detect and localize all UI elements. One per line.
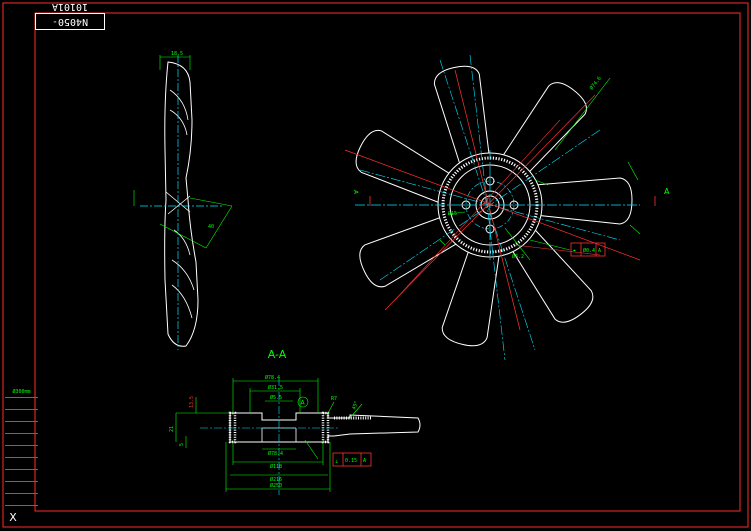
blade-4-outline xyxy=(355,129,455,204)
section-dim-left-2-text: 21 xyxy=(169,426,175,432)
side-panel-row-1: Ø300mm xyxy=(5,386,38,398)
blade-5 xyxy=(359,215,459,288)
hub-bolt-circle xyxy=(465,180,515,230)
front-dim-pattern xyxy=(554,77,611,151)
tolerance-frame-perp-box xyxy=(332,452,372,467)
blade-1 xyxy=(534,177,633,225)
side-view-dim-angled-text: 40 xyxy=(208,224,214,230)
front-dim-blade-tip-2 xyxy=(629,224,641,235)
front-centerline-d4 xyxy=(469,54,506,361)
front-dim-blade-tip xyxy=(627,161,639,181)
side-view-blade-curve-4 xyxy=(171,284,193,319)
hub-inner-ring xyxy=(449,164,531,246)
section-hub-body xyxy=(229,412,421,443)
front-red-line-3 xyxy=(384,94,596,311)
side-panel-row-3 xyxy=(5,410,38,422)
blade-7 xyxy=(509,227,594,323)
blade-3 xyxy=(433,65,491,167)
blade-6-outline xyxy=(441,246,500,347)
side-view-dim-top-text: 18.5 xyxy=(171,51,183,57)
front-red-line-4 xyxy=(394,119,561,301)
side-view-blade-curve-5 xyxy=(173,229,191,256)
front-dim-bolt-text: Ø6.2 xyxy=(512,253,524,260)
side-view-outline xyxy=(164,61,199,347)
side-view-hub-line-2 xyxy=(167,195,191,215)
side-view-dim-angled xyxy=(189,197,233,207)
front-dim-pattern-text: Ø74.6 xyxy=(588,75,603,91)
section-dim-bottom-4-text: Ø250 xyxy=(270,482,282,489)
ucs-x-marker: X xyxy=(9,511,17,524)
side-panel-row-8 xyxy=(5,470,38,482)
blade-4 xyxy=(355,129,455,204)
part-number: N4050-10101A xyxy=(51,1,89,27)
blade-3-outline xyxy=(433,65,491,167)
side-view-blade-curve-2 xyxy=(169,109,188,136)
side-view-blade-curve-3 xyxy=(171,259,195,291)
blade-2-outline xyxy=(501,82,587,177)
blade-1-outline xyxy=(534,177,633,225)
section-flange-hatch-left xyxy=(228,411,237,444)
section-dim-bottom-3-text: Ø216 xyxy=(270,476,282,483)
tolerance-frame-perp-datum: A xyxy=(363,458,366,464)
front-red-line-2 xyxy=(344,149,641,261)
section-dim-left-3-text: 5 xyxy=(179,443,185,446)
blade-5-outline xyxy=(359,215,459,288)
side-view-blade-curve-1 xyxy=(169,89,189,121)
section-radius-leader xyxy=(327,401,335,414)
section-label: A-A xyxy=(267,348,287,361)
side-panel-row-2 xyxy=(5,398,38,410)
section-radius-text: R7 xyxy=(331,396,337,402)
datum-a-right: A xyxy=(664,187,670,196)
section-angle-leader xyxy=(349,403,363,419)
section-dim-left-1-text: 13.5 xyxy=(189,396,195,408)
front-dim-bore-text: Ø15 xyxy=(448,210,457,217)
side-panel-row-9 xyxy=(5,482,38,494)
section-datum-a-circle xyxy=(297,396,309,408)
blade-6 xyxy=(441,246,500,347)
section-dim-outer-text: Ø78.4 xyxy=(265,374,280,381)
section-dim-center-text: Ø5.5 xyxy=(270,394,282,401)
front-red-line-5 xyxy=(514,244,601,256)
side-panel-row-10 xyxy=(5,494,38,506)
section-view: Ø78.4 Ø31.5 Ø5.5 A 13.5 21 5 Ø78.4 Ø118 … xyxy=(169,374,421,495)
blade-2 xyxy=(501,82,587,177)
tolerance-frame-position: ⌖ Ø0.4 A xyxy=(570,242,606,257)
section-flange-hatch-right xyxy=(321,411,330,444)
inner-border xyxy=(34,12,741,512)
front-dim-bore xyxy=(447,211,466,215)
front-dim-bolt xyxy=(504,227,531,261)
part-number-box: N4050-10101A xyxy=(35,1,105,30)
front-centerline-d3 xyxy=(379,129,601,281)
front-dim-top-arc xyxy=(534,179,549,186)
side-panel-row-6 xyxy=(5,446,38,458)
section-dim-bottom-1-text: Ø78.4 xyxy=(268,450,283,457)
side-panel-row-7 xyxy=(5,458,38,470)
side-view-dim-angled-3 xyxy=(205,205,233,249)
tolerance-frame-position-datum: A xyxy=(598,248,601,254)
section-perp-leader xyxy=(304,439,319,460)
tolerance-frame-perp-symbol: ⊥ xyxy=(335,459,338,465)
front-dim-leader-hub xyxy=(529,239,571,251)
section-datum-a-text: A xyxy=(301,400,306,407)
section-dim-inner-text: Ø31.5 xyxy=(268,384,283,391)
tolerance-frame-perp-value: 0.15 xyxy=(345,458,357,464)
tolerance-frame-perpendicularity: ⊥ 0.15 A xyxy=(332,452,372,467)
front-view: Ø74.6 Ø6.2 Ø15 A A ⌖ Ø0.4 A xyxy=(344,54,670,361)
blade-7-outline xyxy=(509,227,594,323)
side-view-dim-angled-2 xyxy=(159,223,207,249)
side-panel-row-4 xyxy=(5,422,38,434)
datum-a-left: A xyxy=(352,190,359,195)
side-panel: Ø300mm xyxy=(5,386,38,506)
tolerance-frame-position-symbol: ⌖ xyxy=(573,248,576,254)
side-panel-row-5 xyxy=(5,434,38,446)
section-angle-text: 45° xyxy=(351,400,360,411)
front-red-line-1 xyxy=(454,69,521,331)
tolerance-frame-position-box xyxy=(570,242,606,257)
section-dim-bottom-2-text: Ø118 xyxy=(270,463,282,470)
front-dim-leader-left xyxy=(439,239,446,246)
tolerance-frame-position-value: Ø0.4 xyxy=(583,247,595,254)
side-view: 18.5 40 xyxy=(133,51,233,350)
